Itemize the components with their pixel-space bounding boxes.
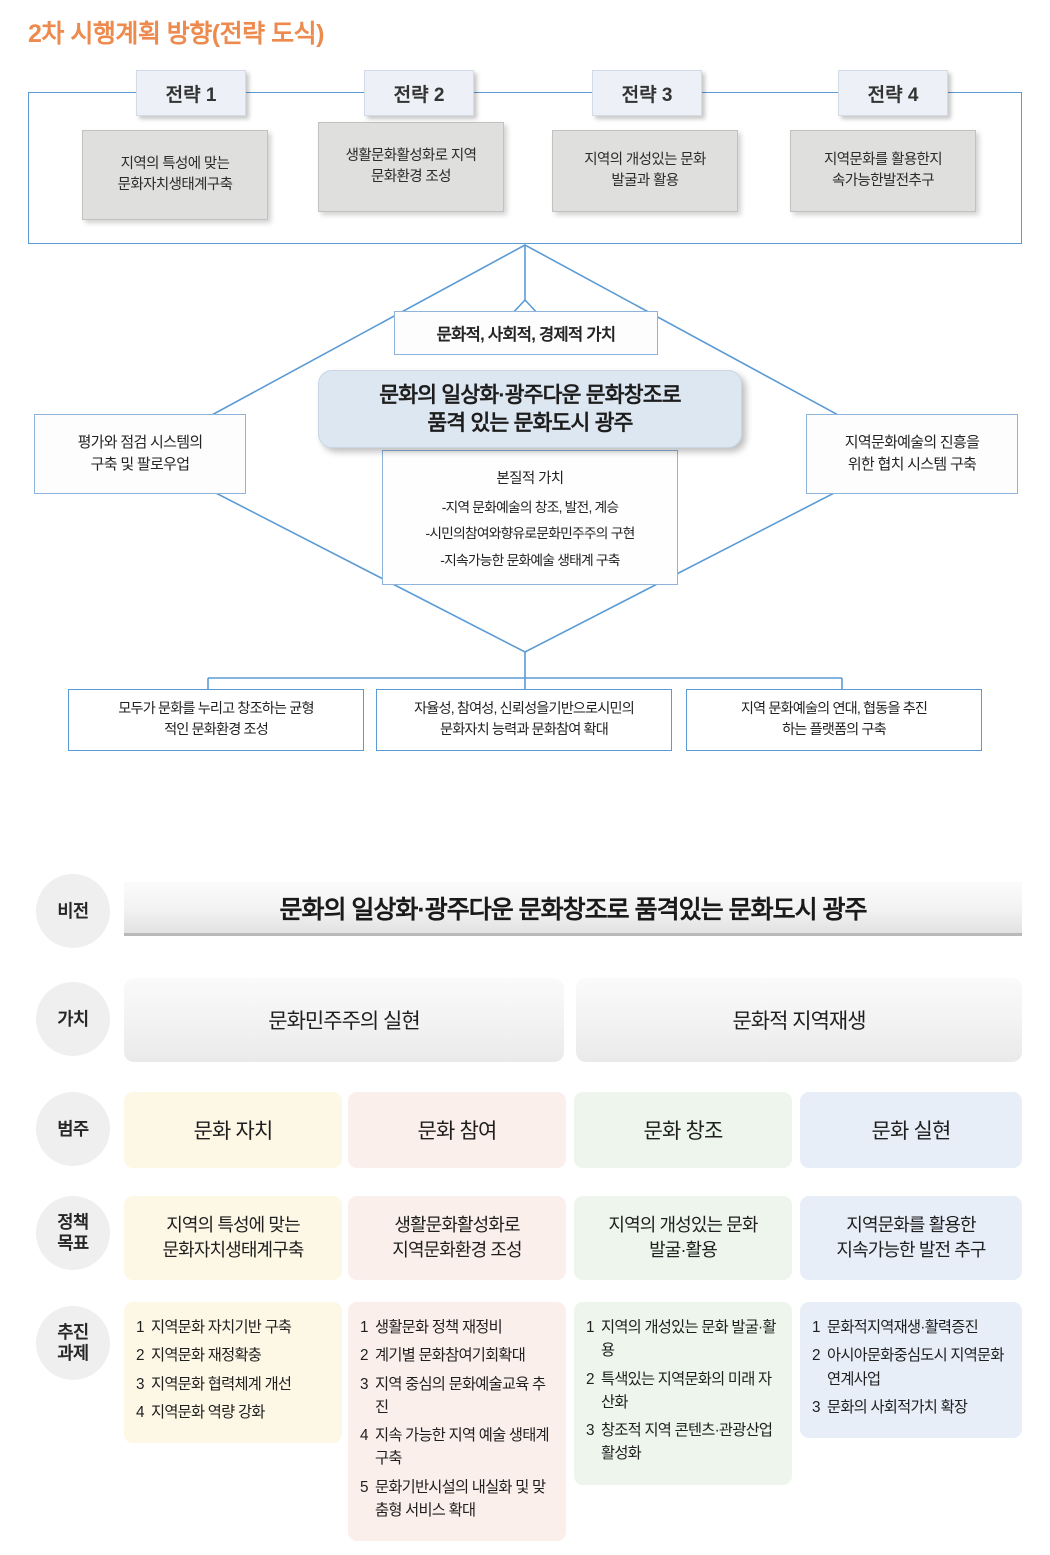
task-number: 3 [360,1375,369,1393]
task-text: 문화적지역재생·활력증진 [827,1319,979,1336]
task-item: 1 문화적지역재생·활력증진 [812,1316,1012,1339]
task-number: 1 [360,1319,369,1336]
task-item: 1 생활문화 정책 재정비 [360,1316,556,1339]
task-text: 지역 중심의 문화예술교육 추진 [375,1375,546,1416]
task-number: 2 [360,1347,369,1365]
task-text: 지속 가능한 지역 예술 생태계 구축 [375,1427,550,1468]
task-number: 1 [586,1319,595,1336]
task-number: 1 [136,1319,145,1336]
task-item: 2 아시아문화중심도시 지역문화연계사업 [812,1344,1012,1391]
task-text: 창조적 지역 콘텐츠·관광산업 활성화 [601,1422,773,1463]
task-item: 2 특색있는 지역문화의 미래 자산화 [586,1368,782,1415]
strategy-tab-2[interactable]: 전략 2 [364,70,474,116]
row-label-vision: 비전 [36,874,110,948]
task-item: 3 문화의 사회적가치 확장 [812,1396,1012,1419]
task-item: 3 지역문화 협력체계 개선 [136,1373,332,1396]
strategy-tab-4[interactable]: 전략 4 [838,70,948,116]
task-number: 1 [812,1319,821,1336]
task-cell-4: 1 문화적지역재생·활력증진 2 아시아문화중심도시 지역문화연계사업 3 문화의 사회적… [800,1302,1022,1438]
task-item: 2 지역문화 재정확충 [136,1344,332,1367]
task-cell-1: 1 지역문화 자치기반 구축 2 지역문화 재정확충 3 지역문화 협력체계 개선 4 지역문… [124,1302,342,1443]
task-number: 4 [360,1427,369,1444]
task-item: 2 계기별 문화참여기회확대 [360,1344,556,1367]
task-item: 3 지역 중심의 문화예술교육 추진 [360,1373,556,1420]
task-number: 2 [136,1347,145,1365]
task-text: 문화기반시설의 내실화 및 맞춤형 서비스 확대 [375,1478,546,1519]
category-cell-3: 문화 창조 [574,1092,792,1168]
task-text: 특색있는 지역문화의 미래 자산화 [601,1370,772,1411]
task-text: 지역의 개성있는 문화 발굴·활용 [601,1319,776,1360]
task-cell-3: 1 지역의 개성있는 문화 발굴·활용 2 특색있는 지역문화의 미래 자산화 3 창조적… [574,1302,792,1485]
task-number: 3 [586,1422,595,1439]
task-number: 5 [360,1478,369,1496]
strategy-tab-1[interactable]: 전략 1 [136,70,246,116]
task-item: 1 지역문화 자치기반 구축 [136,1316,332,1339]
task-text: 지역문화 자치기반 구축 [151,1319,292,1336]
category-cell-2: 문화 참여 [348,1092,566,1168]
task-number: 3 [812,1398,821,1416]
core-value-item: -지역 문화예술의 창조, 발전, 계승 [441,500,619,516]
task-text: 생활문화 정책 재정비 [375,1319,503,1336]
task-text: 지역문화 역량 강화 [151,1403,265,1421]
core-values-title: 본질적 가치 [496,471,564,488]
task-number: 3 [136,1375,145,1393]
value-types-box: 문화적, 사회적, 경제적 가치 [394,311,658,355]
category-cell-4: 문화 실현 [800,1092,1022,1168]
row-label-value: 가치 [36,982,110,1056]
task-item: 1 지역의 개성있는 문화 발굴·활용 [586,1316,782,1363]
task-text: 계기별 문화참여기회확대 [375,1347,526,1365]
task-number: 2 [812,1347,821,1365]
task-item: 5 문화기반시설의 내실화 및 맞춤형 서비스 확대 [360,1476,556,1523]
task-number: 2 [586,1370,595,1388]
task-text: 아시아문화중심도시 지역문화연계사업 [827,1347,1004,1388]
core-value-item: -시민의참여와향유로문화민주주의 구현 [425,526,635,542]
task-text: 문화의 사회적가치 확장 [827,1398,968,1416]
vision-banner: 문화의 일상화·광주다운 문화창조로 품격있는 문화도시 광주 [124,882,1022,936]
core-value-item: -지속가능한 문화예술 생태계 구축 [440,552,620,568]
row-label-category: 범주 [36,1092,110,1166]
task-item: 4 지역문화 역량 강화 [136,1401,332,1424]
value-cell-1: 문화민주주의 실현 [124,978,564,1062]
category-cell-1: 문화 자치 [124,1092,342,1168]
value-cell-2: 문화적 지역재생 [576,978,1022,1062]
task-item: 3 창조적 지역 콘텐츠·관광산업 활성화 [586,1419,782,1466]
task-item: 4 지속 가능한 지역 예술 생태계 구축 [360,1424,556,1471]
core-values-box: 본질적 가치 -지역 문화예술의 창조, 발전, 계승 -시민의참여와향유로문화… [382,450,678,585]
task-cell-2: 1 생활문화 정책 재정비 2 계기별 문화참여기회확대 3 지역 중심의 문화예술교육 … [348,1302,566,1541]
task-text: 지역문화 협력체계 개선 [151,1375,292,1393]
strategy-tab-3[interactable]: 전략 3 [592,70,702,116]
task-number: 4 [136,1403,145,1421]
task-text: 지역문화 재정확충 [151,1347,262,1365]
page-title: 2차 시행계획 방향(전략 도식) [28,20,324,48]
